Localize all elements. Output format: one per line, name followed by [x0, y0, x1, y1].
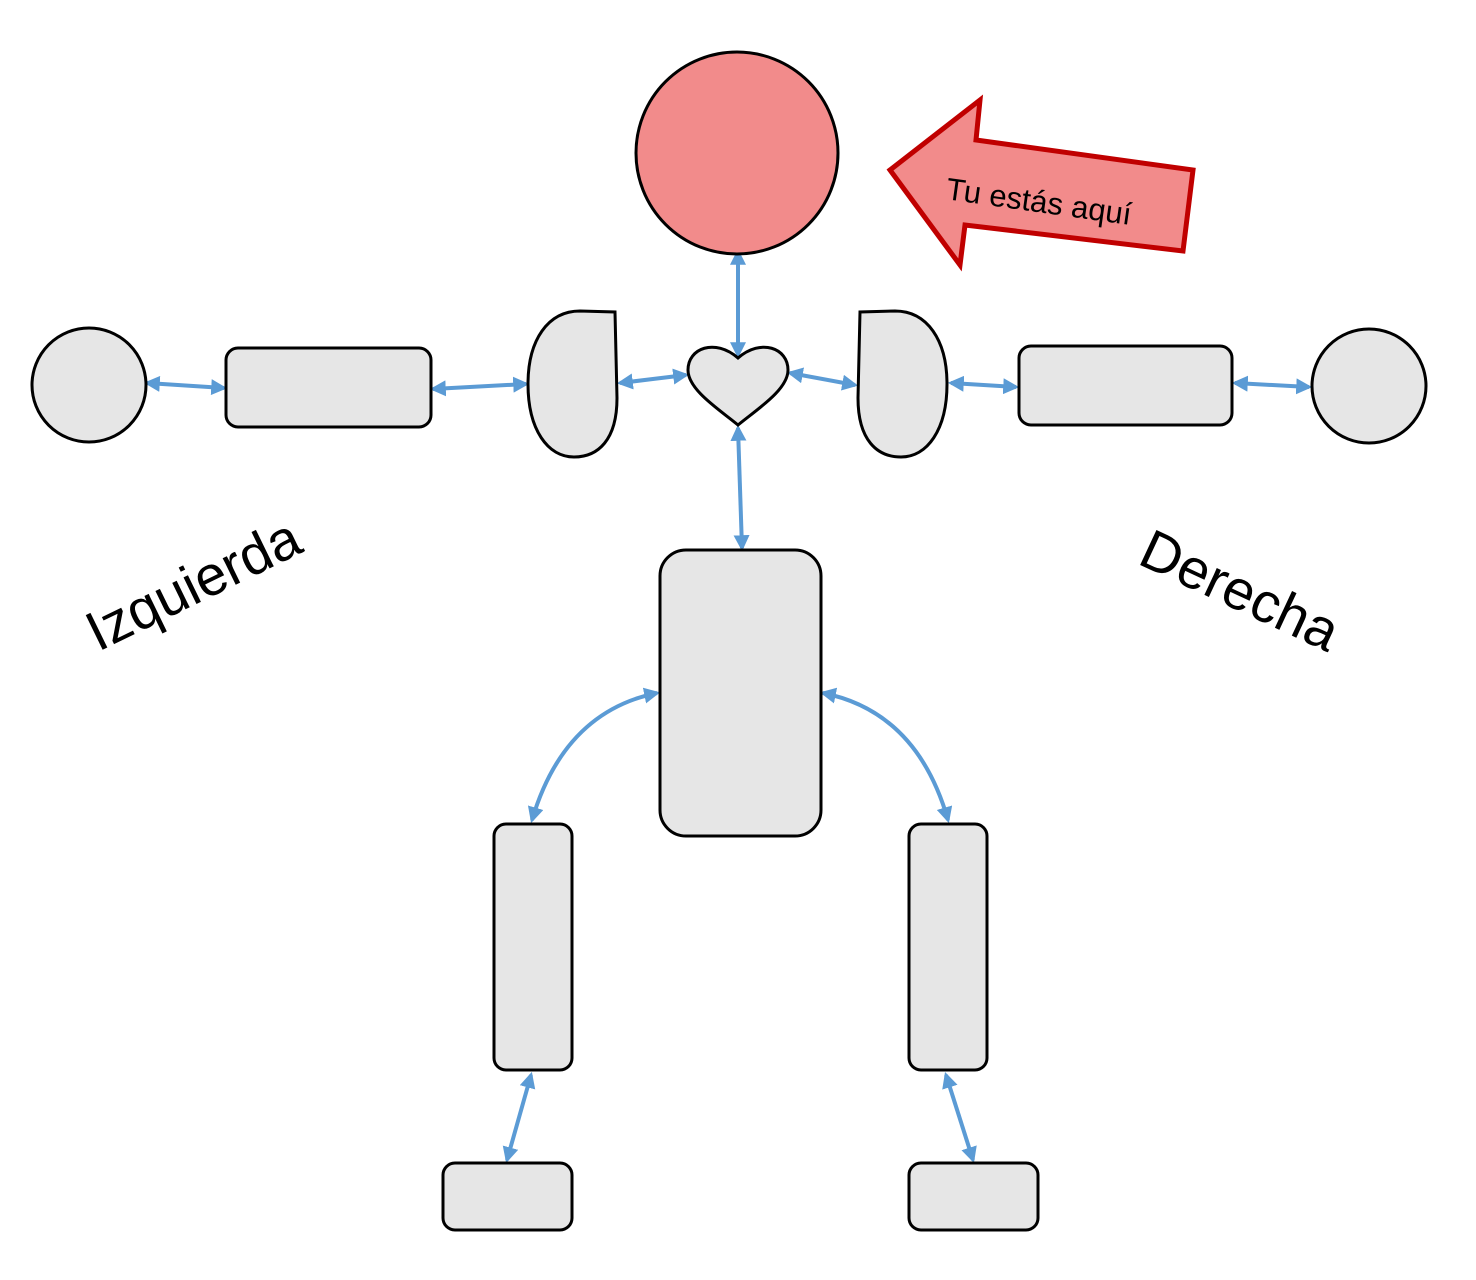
connector-torso-left-leg	[527, 687, 661, 824]
head-circle	[634, 50, 840, 256]
callout-arrow-shape	[886, 94, 1196, 272]
connector-heart-torso	[730, 424, 750, 552]
left-foot-rect	[441, 1161, 574, 1232]
left-leg-rect	[492, 822, 574, 1072]
connector-torso-right-leg	[819, 687, 953, 824]
left-shoulder-shape	[526, 309, 619, 459]
right-shoulder-shape	[856, 309, 949, 459]
left-side-label: Izquierda	[76, 505, 311, 663]
connector-right-shoulder-forearm	[947, 375, 1020, 395]
connector-left-hand-forearm	[143, 375, 228, 396]
connector-right-leg-foot	[942, 1071, 977, 1164]
connector-heart-right-shoulder	[786, 367, 859, 391]
right-hand-circle	[1310, 327, 1428, 445]
connectors	[143, 248, 1313, 1164]
right-foot-rect	[907, 1161, 1040, 1232]
right-forearm-rect	[1017, 344, 1234, 427]
you-are-here-callout: Tu estás aquí	[886, 94, 1196, 272]
heart-shape	[686, 345, 790, 427]
connector-left-shoulder-heart	[616, 368, 690, 390]
left-forearm-rect	[224, 346, 433, 429]
right-leg-rect	[907, 822, 989, 1072]
connector-left-forearm-shoulder	[429, 376, 530, 397]
connector-left-leg-foot	[502, 1071, 536, 1164]
left-hand-circle	[30, 326, 148, 444]
right-side-label: Derecha	[1131, 517, 1350, 664]
torso-rect	[658, 548, 823, 838]
connector-right-forearm-hand	[1231, 375, 1313, 395]
